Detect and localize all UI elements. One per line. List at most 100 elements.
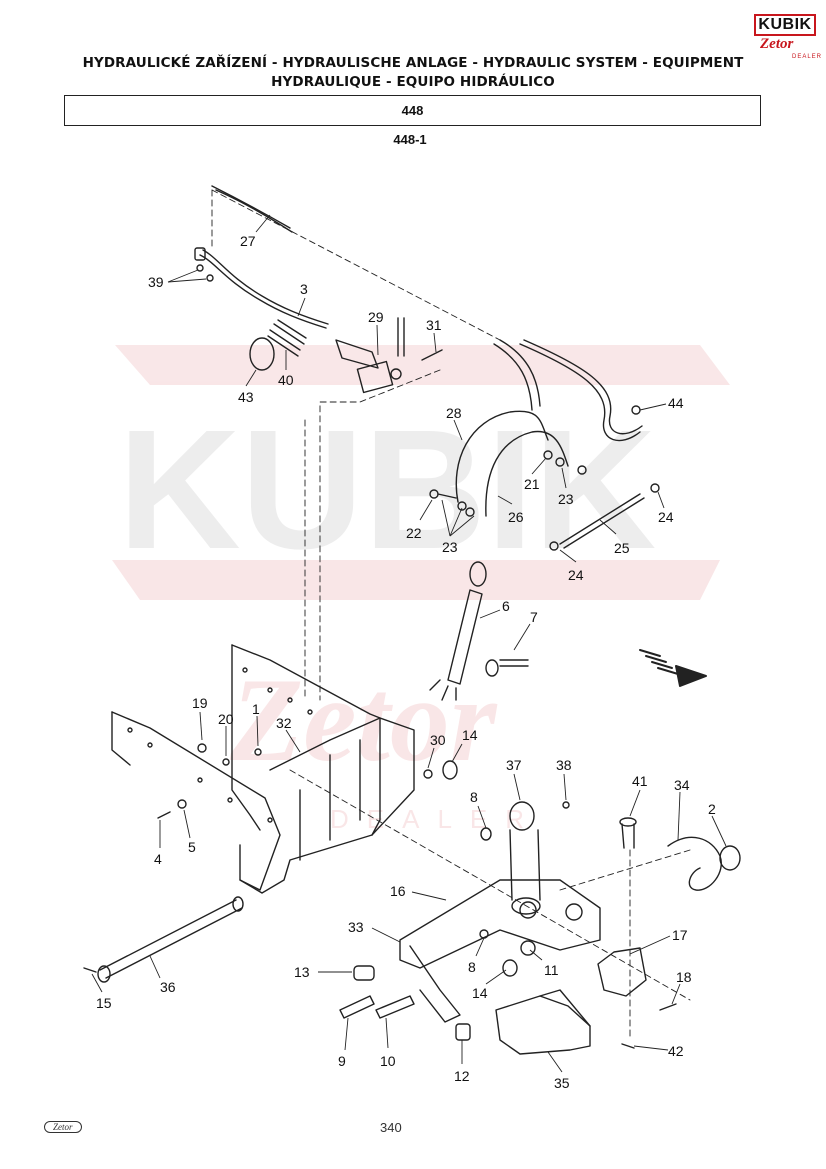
- pin-7: [485, 659, 529, 677]
- callout-12: 12: [454, 1040, 470, 1084]
- lower-arm-33: [399, 879, 601, 1023]
- svg-text:14: 14: [462, 727, 478, 743]
- svg-text:23: 23: [558, 491, 574, 507]
- callout-41: 41: [629, 773, 648, 817]
- svg-text:26: 26: [508, 509, 524, 525]
- callout-5: 5: [183, 809, 196, 855]
- callout-23a: 23: [558, 467, 574, 507]
- callout-32: 32: [276, 715, 301, 753]
- pin-41: [619, 817, 637, 849]
- svg-text:4: 4: [154, 851, 162, 867]
- pipe-3: [199, 254, 327, 329]
- hose-44: [519, 343, 641, 442]
- assembly-lines: [211, 189, 691, 1041]
- callout-6: 6: [479, 598, 510, 619]
- callout-13: 13: [294, 964, 352, 980]
- logo-brand-bottom: Zetor: [760, 36, 794, 52]
- callout-33: 33: [348, 919, 401, 943]
- svg-text:38: 38: [556, 757, 572, 773]
- svg-text:31: 31: [426, 317, 442, 333]
- svg-text:41: 41: [632, 773, 648, 789]
- callout-25: 25: [599, 519, 630, 556]
- title-line-1: HYDRAULICKÉ ZAŘÍZENÍ - HYDRAULISCHE ANLA…: [82, 55, 744, 71]
- callout-8a: 8: [470, 789, 487, 829]
- svg-text:20: 20: [218, 711, 234, 727]
- svg-text:8: 8: [470, 789, 478, 805]
- watermark-text-script: Zetor: [229, 653, 498, 786]
- callout-29: 29: [368, 309, 384, 356]
- svg-text:25: 25: [614, 540, 630, 556]
- svg-text:27: 27: [240, 233, 256, 249]
- callout-11: 11: [529, 949, 559, 978]
- callout-26: 26: [497, 495, 524, 525]
- callout-28: 28: [446, 405, 463, 441]
- callout-30: 30: [427, 732, 446, 769]
- callout-20: 20: [218, 711, 234, 756]
- callout-15: 15: [91, 973, 112, 1011]
- svg-text:5: 5: [188, 839, 196, 855]
- watermark-text-sub: DEALER: [330, 804, 542, 834]
- footer-brand-logo: Zetor: [44, 1121, 82, 1133]
- bracket-35: [495, 995, 591, 1055]
- svg-text:32: 32: [276, 715, 292, 731]
- direction-arrow: [639, 649, 707, 687]
- callout-19: 19: [192, 695, 208, 741]
- callout-1: 1: [252, 701, 260, 747]
- callout-18: 18: [671, 969, 692, 1005]
- valve-29: [335, 317, 405, 394]
- hook-34: [667, 836, 722, 891]
- bracket-17: [597, 947, 647, 997]
- svg-text:42: 42: [668, 1043, 684, 1059]
- hose-26: [485, 430, 569, 517]
- callout-2: 2: [708, 801, 727, 847]
- svg-text:10: 10: [380, 1053, 396, 1069]
- callout-44: 44: [639, 395, 684, 411]
- svg-text:28: 28: [446, 405, 462, 421]
- callout-8b: 8: [468, 937, 485, 975]
- svg-text:7: 7: [530, 609, 538, 625]
- pipe-27: [211, 185, 291, 229]
- shaft-36: [97, 896, 244, 983]
- callout-14a: 14: [451, 727, 478, 763]
- svg-text:40: 40: [278, 372, 294, 388]
- watermark: KUBIK Zetor DEALER: [112, 345, 730, 834]
- logo-dealer: DEALER: [792, 54, 823, 60]
- svg-text:34: 34: [674, 777, 690, 793]
- callout-labels: 27 39 3 29 31 40 43 44 28 21 23 22 26 24…: [91, 214, 727, 1091]
- svg-text:6: 6: [502, 598, 510, 614]
- svg-text:29: 29: [368, 309, 384, 325]
- bolt-31: [421, 349, 443, 361]
- callout-17: 17: [629, 927, 688, 955]
- section-code: 448: [401, 103, 424, 118]
- svg-text:24: 24: [658, 509, 674, 525]
- ring-43: [249, 337, 275, 371]
- svg-text:44: 44: [668, 395, 684, 411]
- svg-text:35: 35: [554, 1075, 570, 1091]
- callout-31: 31: [426, 317, 442, 353]
- svg-text:16: 16: [390, 883, 406, 899]
- watermark-text-main: KUBIK: [118, 395, 656, 585]
- svg-text:18: 18: [676, 969, 692, 985]
- callout-40: 40: [278, 350, 294, 388]
- svg-text:2: 2: [708, 801, 716, 817]
- logo-brand-top: KUBIK: [754, 14, 816, 36]
- svg-text:24: 24: [568, 567, 584, 583]
- svg-text:19: 19: [192, 695, 208, 711]
- svg-text:1: 1: [252, 701, 260, 717]
- callout-42: 42: [633, 1043, 684, 1059]
- callout-4: 4: [154, 820, 162, 867]
- callout-21: 21: [524, 457, 547, 492]
- pin-9: [339, 995, 375, 1019]
- frame-32: [111, 644, 415, 894]
- svg-text:14: 14: [472, 985, 488, 1001]
- callout-35: 35: [547, 1051, 570, 1091]
- svg-text:39: 39: [148, 274, 164, 290]
- callout-36: 36: [149, 955, 176, 995]
- kubik-zetor-logo: KUBIK Zetor DEALER: [754, 14, 821, 64]
- ball-2: [719, 845, 741, 871]
- callout-27: 27: [240, 214, 271, 249]
- callout-43: 43: [238, 369, 257, 405]
- callout-22: 22: [406, 499, 433, 541]
- spring-40: [267, 319, 307, 357]
